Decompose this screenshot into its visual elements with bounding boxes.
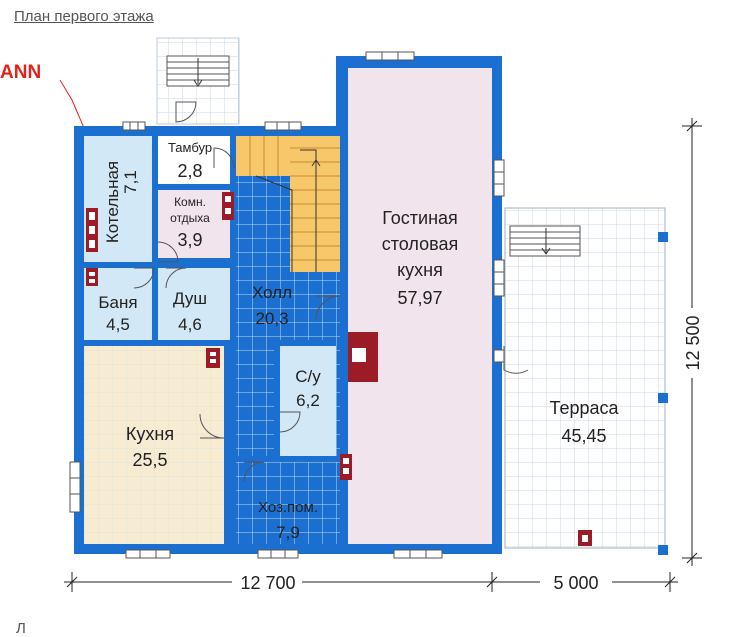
living-name-line1: Гостиная [382, 208, 458, 228]
bottom-caption: Л [16, 620, 26, 637]
vestibule-name: Тамбур [168, 140, 212, 155]
doors [133, 101, 529, 483]
terrace-area: 45,45 [561, 426, 606, 446]
width-main-label: 12 700 [240, 573, 295, 593]
height-label: 12 500 [683, 315, 703, 370]
terrace-post [658, 232, 668, 242]
wc-name: С/у [295, 367, 321, 386]
boiler-room-area: 7,1 [121, 170, 140, 194]
living-floor [348, 68, 492, 544]
staircase [236, 136, 340, 272]
hall-name: Холл [252, 283, 292, 302]
width-terrace-label: 5 000 [553, 573, 598, 593]
vestibule-floor [158, 136, 230, 184]
shower-name: Душ [173, 289, 207, 308]
porch-steps [166, 55, 230, 87]
wc-floor [280, 346, 336, 456]
rest-room-area: 3,9 [177, 230, 202, 250]
bath-name: Баня [98, 293, 137, 312]
wc-area: 6,2 [296, 391, 320, 410]
terrace-steps [509, 225, 581, 257]
room-labels: Котельная 7,1 Тамбур 2,8 Комн. отдыха 3,… [98, 140, 619, 542]
plan-title: План первого этажа [14, 8, 154, 25]
living-name-line2: столовая [382, 234, 459, 254]
utility-area: 7,9 [276, 523, 300, 542]
kitchen-name: Кухня [126, 424, 174, 444]
terrace-name: Терраса [549, 398, 619, 418]
living-area: 57,97 [397, 288, 442, 308]
stoves [86, 192, 378, 480]
dimension-labels: 12 700 5 000 12 500 [240, 315, 703, 593]
utility-floor [236, 462, 340, 544]
terrace-floor [504, 207, 666, 549]
windows [69, 51, 505, 559]
bath-area: 4,5 [106, 315, 130, 334]
hall-area: 20,3 [255, 309, 288, 328]
kitchen-area: 25,5 [132, 450, 167, 470]
brand-mark: ANN [0, 62, 42, 83]
shower-area: 4,6 [178, 315, 202, 334]
terrace-post [658, 545, 668, 555]
vestibule-area: 2,8 [177, 161, 202, 181]
utility-name: Хоз.пом. [258, 499, 318, 516]
rest-room-name-line1: Комн. [174, 195, 206, 209]
living-name-line3: кухня [397, 260, 443, 280]
terrace-post [658, 393, 668, 403]
rest-room-name-line2: отдыха [170, 211, 210, 225]
boiler-room-name: Котельная [103, 161, 122, 243]
rest-room-floor [158, 190, 230, 258]
